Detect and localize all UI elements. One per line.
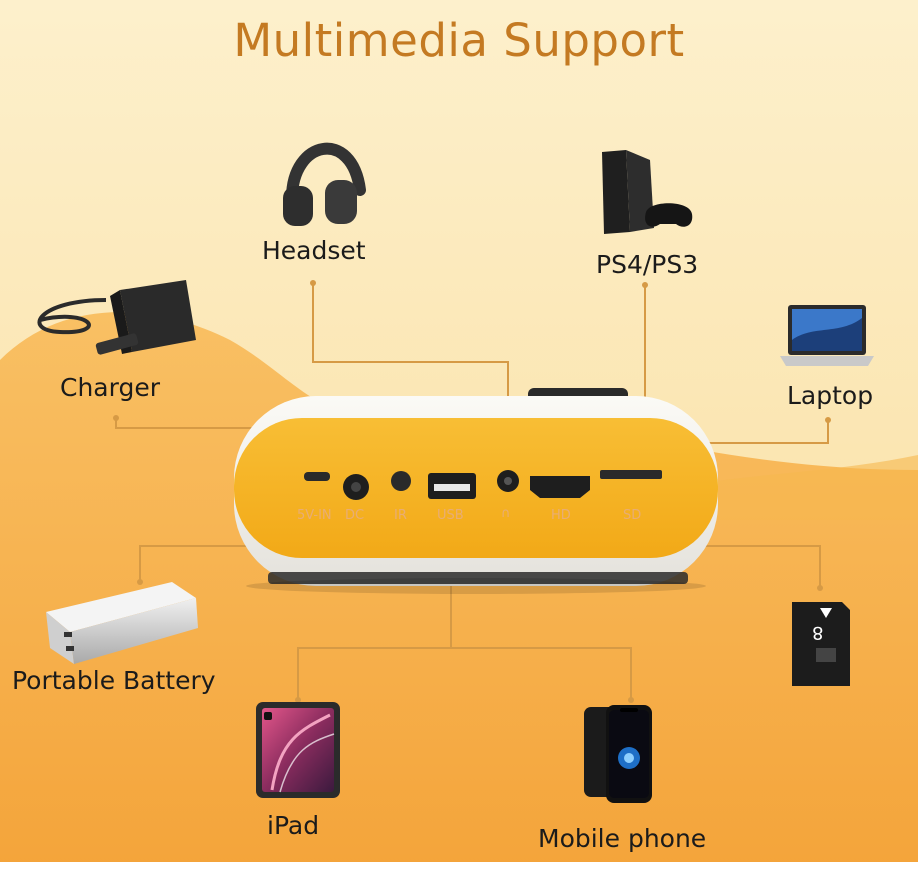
projector-base <box>268 572 688 584</box>
label-ps4-ps3: PS4/PS3 <box>596 250 699 279</box>
projector <box>234 388 718 594</box>
port-label-5v-in: 5V-IN <box>297 508 332 523</box>
label-laptop: Laptop <box>787 381 874 410</box>
page-title: Multimedia Support <box>233 14 685 67</box>
label-charger: Charger <box>60 373 160 402</box>
connector-dots <box>113 280 831 703</box>
line-usb-phone <box>451 647 632 700</box>
portable-battery-icon <box>46 582 198 664</box>
mobile-phone-icon <box>584 705 652 803</box>
sd-card-icon <box>792 602 850 686</box>
port-label-ir: IR <box>394 508 407 523</box>
laptop-icon <box>780 305 874 366</box>
port-label-sd: SD <box>623 508 642 523</box>
projector-shadow <box>246 578 706 594</box>
ipad-icon <box>256 702 340 798</box>
label-ipad: iPad <box>267 811 320 840</box>
port-hdmi <box>530 476 590 498</box>
gamepad-icon <box>645 203 693 227</box>
port-label-usb: USB <box>437 508 464 523</box>
port-label-dc: DC <box>345 508 365 523</box>
port-ir <box>391 471 411 491</box>
charger-icon <box>37 280 196 355</box>
sd-card-capacity: 8 <box>812 622 824 643</box>
bottom-border <box>0 862 918 873</box>
ps4-console-icon <box>602 150 693 234</box>
headset-icon <box>283 142 366 226</box>
label-portable-battery: Portable Battery <box>12 666 216 695</box>
port-5v-in <box>304 472 330 481</box>
port-label-hd: HD <box>551 508 571 523</box>
port-label-audio: ∩ <box>501 506 511 521</box>
port-sd <box>600 470 662 479</box>
label-mobile-phone: Mobile phone <box>538 824 707 853</box>
label-headset: Headset <box>262 236 366 265</box>
